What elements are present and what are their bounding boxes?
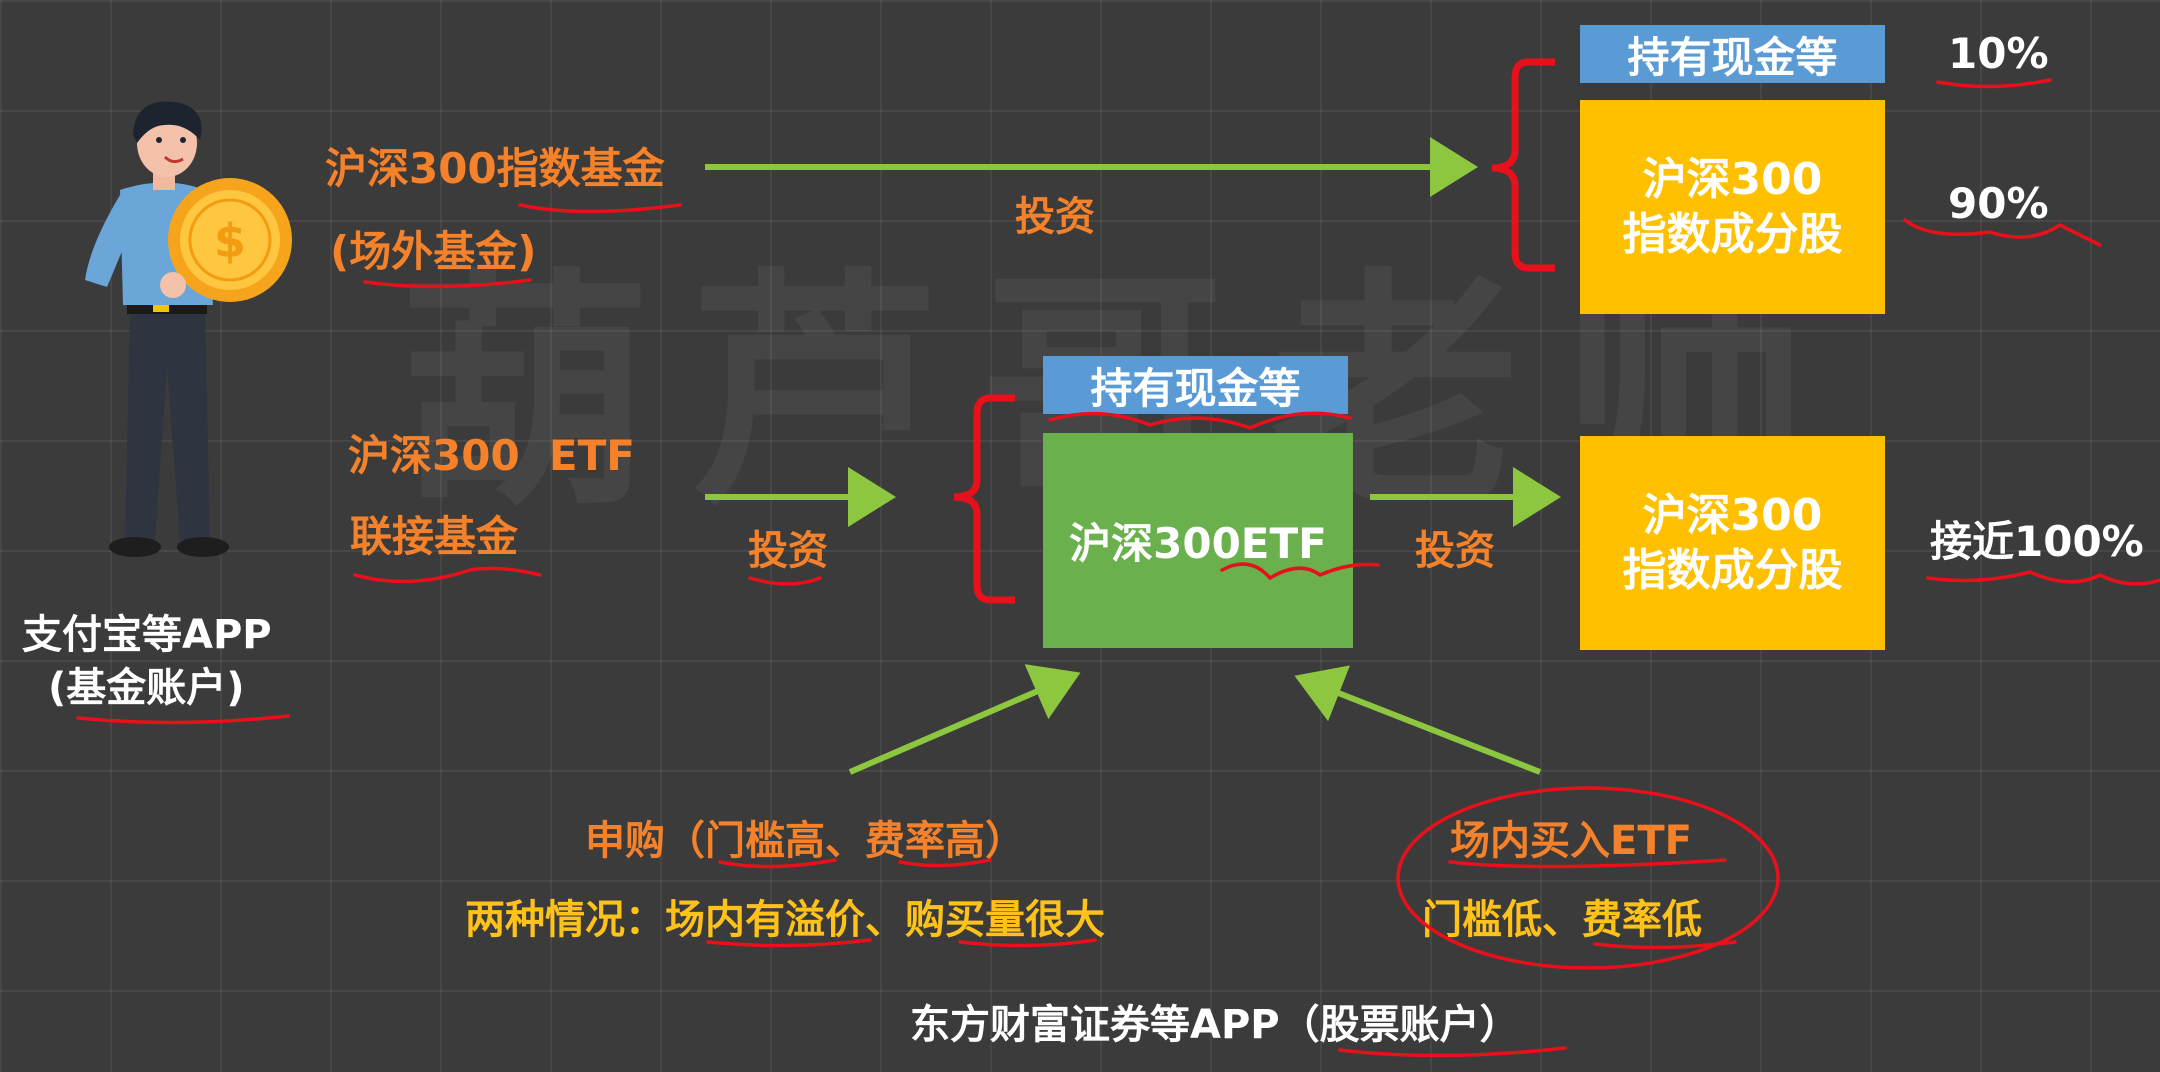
top-stock-box: 沪深300 指数成分股	[1580, 100, 1885, 314]
low-fee-label: 门槛低、费率低	[1422, 897, 1702, 943]
near-100-percent: 接近100%	[1930, 517, 2144, 566]
svg-text:$: $	[214, 214, 246, 268]
etf-feeder-label-2: 联接基金	[350, 512, 519, 561]
index-fund-label: 沪深300指数基金	[325, 144, 665, 193]
top-cash-label: 持有现金等	[1627, 32, 1838, 82]
brace-etf	[953, 394, 1015, 604]
right-stock-line2: 指数成分股	[1622, 545, 1843, 596]
right-stock-line1: 沪深300	[1642, 490, 1823, 541]
exchange-buy-label: 场内买入ETF	[1450, 818, 1692, 864]
fund-account-label: (基金账户)	[48, 665, 245, 711]
otc-fund-label: (场外基金)	[330, 227, 537, 276]
etf-feeder-label-1: 沪深300 ETF	[348, 431, 635, 480]
etf-name: 沪深300ETF	[1069, 519, 1327, 568]
top-stock-line1: 沪深300	[1642, 154, 1823, 205]
invest-label-top: 投资	[1015, 194, 1095, 240]
right-stock-box: 沪深300 指数成分股	[1580, 436, 1885, 650]
person-holding-coin-icon: $	[85, 101, 292, 557]
handwritten-annotations	[76, 78, 2160, 1058]
etf-box: 沪深300ETF	[1043, 433, 1353, 648]
two-cases-label: 两种情况：场内有溢价、购买量很大	[465, 897, 1105, 943]
brace-top	[1491, 58, 1555, 272]
cash-percentage: 10%	[1948, 29, 2049, 78]
subscribe-label: 申购（门槛高、费率高）	[585, 818, 1025, 864]
arrow-subscribe-to-etf	[848, 664, 1081, 775]
alipay-app-label: 支付宝等APP	[22, 612, 272, 658]
arrow-exchange-to-etf	[1294, 665, 1542, 775]
stock-percentage: 90%	[1948, 179, 2049, 228]
etf-cash-label: 持有现金等	[1090, 363, 1301, 413]
invest-label-mid-right: 投资	[1415, 528, 1495, 574]
etf-cash-box: 持有现金等	[1043, 356, 1348, 414]
top-cash-box: 持有现金等	[1580, 25, 1885, 83]
invest-label-mid-left: 投资	[748, 528, 828, 574]
top-stock-line2: 指数成分股	[1622, 209, 1843, 260]
broker-app-label: 东方财富证券等APP（股票账户）	[910, 1002, 1520, 1048]
